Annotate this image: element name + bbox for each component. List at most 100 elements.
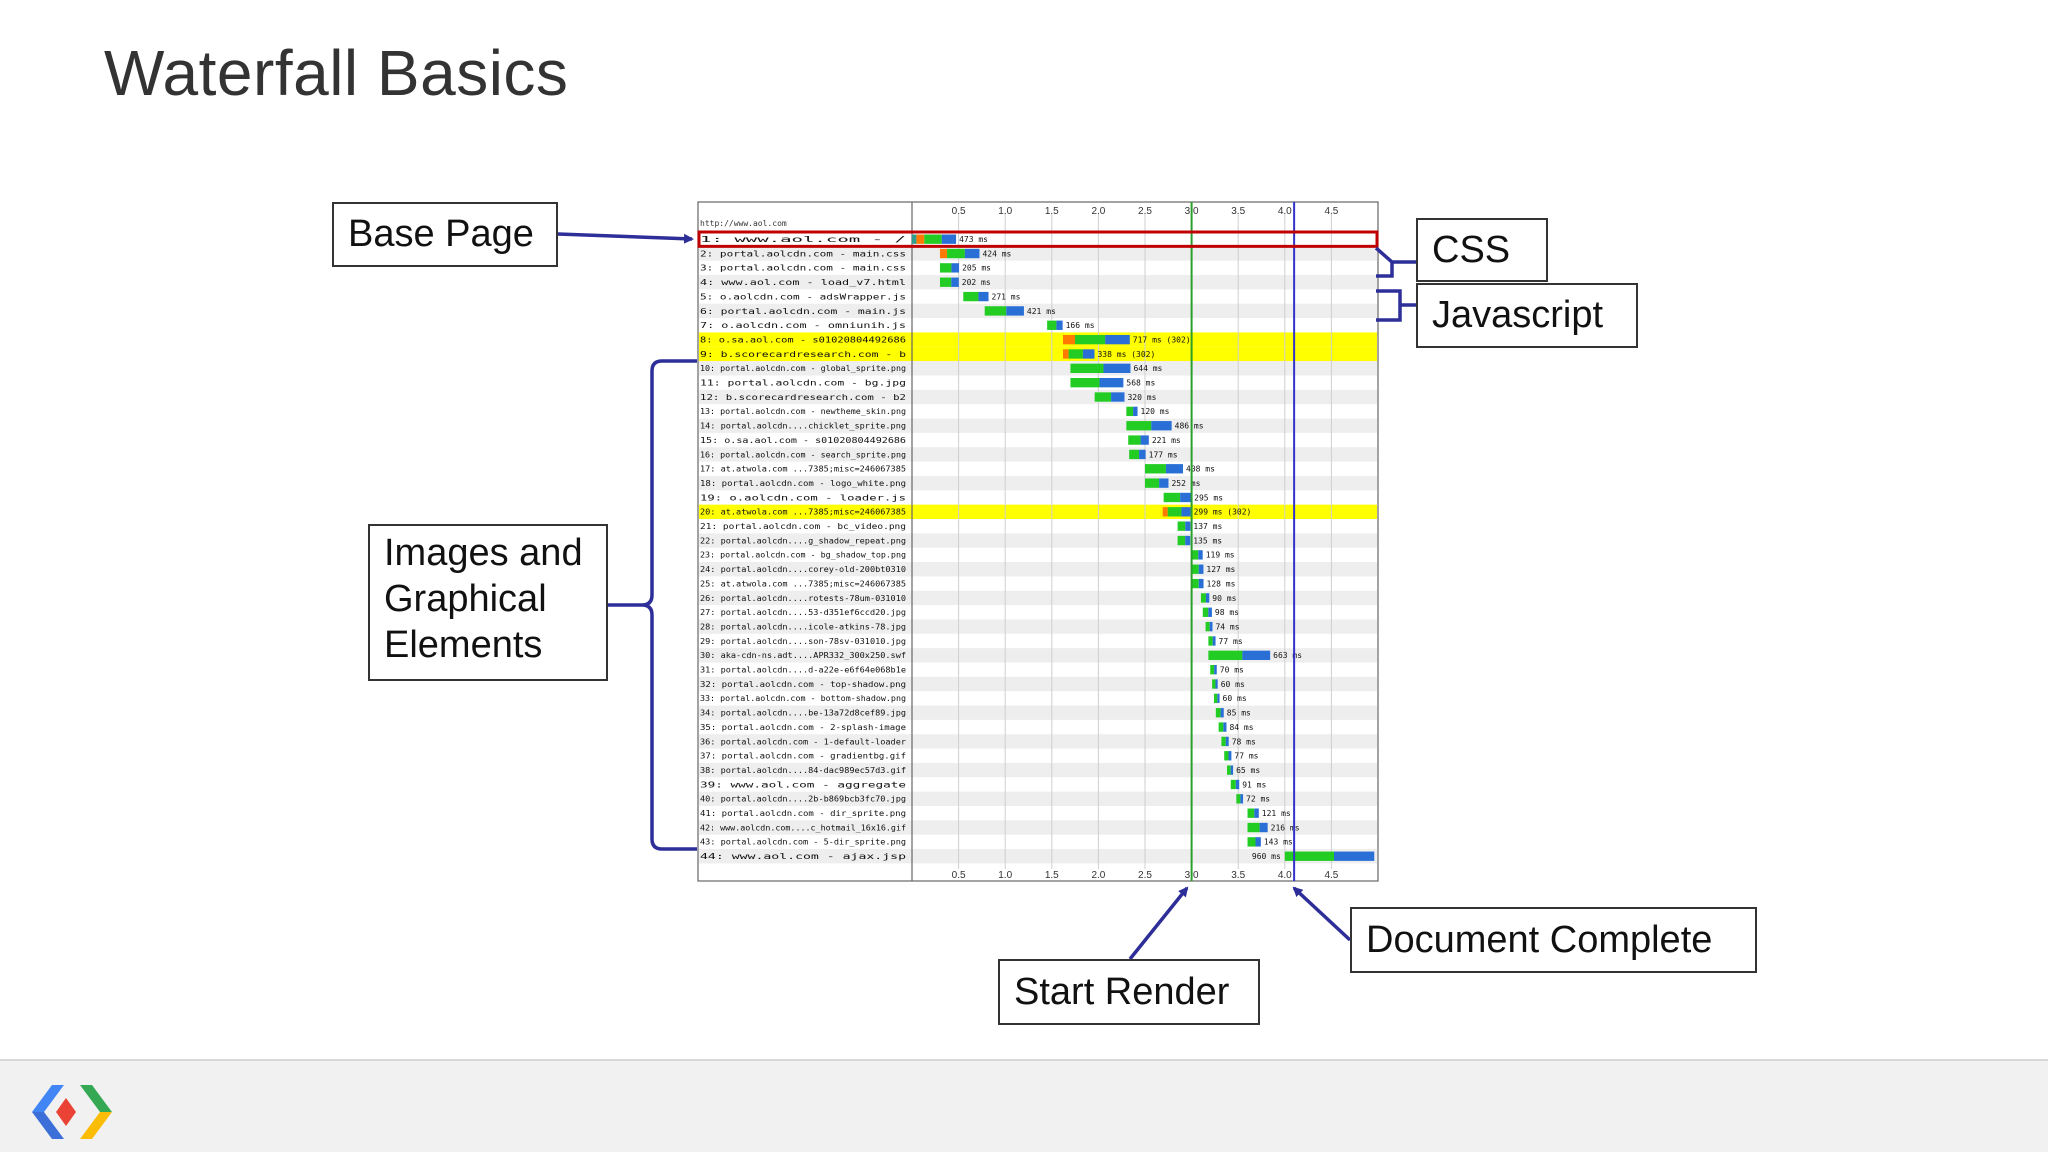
- download-segment: [1209, 621, 1213, 632]
- request-time-label: 320 ms: [1127, 393, 1156, 402]
- ttfb-segment: [1212, 679, 1216, 689]
- ttfb-segment: [1230, 779, 1236, 790]
- download-segment: [1103, 363, 1131, 373]
- request-time-label: 127 ms: [1206, 565, 1235, 574]
- request-time-label: 70 ms: [1220, 666, 1244, 675]
- request-label: 15: o.sa.aol.com - s01020804492686: [700, 436, 906, 445]
- document-complete-callout: Document Complete: [1350, 907, 1757, 973]
- connect-segment: [1162, 507, 1168, 517]
- connect-segment: [1062, 334, 1076, 345]
- request-time-label: 663 ms: [1273, 651, 1302, 660]
- download-segment: [1334, 851, 1375, 861]
- request-label: 13: portal.aolcdn.com - newtheme_skin.pn…: [700, 407, 906, 416]
- images-callout: Images and Graphical Elements: [368, 524, 608, 681]
- download-segment: [1242, 650, 1271, 660]
- ttfb-segment: [1208, 650, 1243, 660]
- download-segment: [1082, 349, 1095, 359]
- row-stripe: [699, 361, 1377, 376]
- ttfb-segment: [1200, 593, 1206, 603]
- request-label: 44: www.aol.com - ajax.jsp: [700, 852, 906, 861]
- download-segment: [1240, 794, 1244, 804]
- base-page-arrow: [557, 232, 694, 244]
- ttfb-segment: [1145, 478, 1160, 488]
- x-tick-label-top: 1.5: [1045, 206, 1059, 217]
- download-segment: [1254, 808, 1259, 818]
- ttfb-segment: [1167, 507, 1182, 517]
- request-label: 36: portal.aolcdn.com - 1-default-loader: [700, 737, 906, 746]
- row-stripe: [699, 562, 1377, 577]
- request-time-label: 216 ms: [1271, 823, 1300, 832]
- request-time-label: 473 ms: [959, 235, 988, 244]
- connect-segment: [939, 248, 948, 259]
- request-time-label: 60 ms: [1221, 680, 1245, 689]
- download-segment: [1180, 492, 1192, 503]
- ttfb-segment: [1221, 736, 1226, 747]
- download-segment: [1235, 779, 1240, 790]
- request-time-label: 166 ms: [1066, 321, 1095, 330]
- request-label: 9: b.scorecardresearch.com - b: [700, 350, 906, 359]
- ttfb-segment: [1177, 521, 1186, 531]
- download-segment: [951, 277, 959, 287]
- ttfb-segment: [1205, 621, 1210, 632]
- base-page-highlight-box: [697, 230, 1379, 248]
- x-tick-label-top: 2.5: [1138, 206, 1152, 217]
- download-segment: [1230, 765, 1234, 775]
- download-segment: [1212, 636, 1216, 646]
- x-tick-label-top: 4.0: [1278, 206, 1292, 217]
- download-segment: [1111, 392, 1125, 402]
- ttfb-segment: [1191, 578, 1199, 589]
- download-segment: [1181, 507, 1191, 517]
- request-time-label: 717 ms (302): [1133, 335, 1191, 344]
- request-label: 39: www.aol.com - aggregate: [700, 780, 906, 789]
- ttfb-segment: [1210, 665, 1215, 675]
- footer-bar: [0, 1059, 2048, 1152]
- request-label: 1: www.aol.com - /: [700, 235, 906, 244]
- request-label: 17: at.atwola.com ...7385;misc=246067385: [700, 465, 906, 474]
- x-tick-label-top: 2.0: [1091, 206, 1105, 217]
- javascript-bracket: [1376, 289, 1416, 322]
- images-label-line1: Images and: [384, 532, 583, 574]
- x-tick-label-bottom: 0.5: [952, 870, 966, 881]
- request-time-label: 128 ms: [1207, 579, 1236, 588]
- request-time-label: 135 ms: [1193, 536, 1222, 545]
- download-segment: [1105, 334, 1130, 345]
- request-label: 31: portal.aolcdn....d-a22e-e6f64e068b1e: [700, 666, 906, 675]
- ttfb-segment: [1070, 378, 1100, 388]
- request-time-label: 421 ms: [1027, 307, 1056, 316]
- ttfb-segment: [1218, 722, 1224, 732]
- download-segment: [1151, 421, 1172, 431]
- download-segment: [1217, 693, 1220, 704]
- download-segment: [1198, 578, 1204, 589]
- request-label: 35: portal.aolcdn.com - 2-splash-image: [700, 723, 906, 732]
- request-label: 37: portal.aolcdn.com - gradientbg.gif: [700, 752, 906, 761]
- images-bracket: [608, 359, 697, 851]
- request-label: 5: o.aolcdn.com - adsWrapper.js: [700, 292, 906, 301]
- ttfb-segment: [939, 277, 952, 287]
- x-tick-label-bottom: 4.5: [1324, 870, 1338, 881]
- download-segment: [1220, 708, 1224, 718]
- row-highlight: [699, 504, 1377, 519]
- ttfb-segment: [1247, 822, 1260, 833]
- request-label: 29: portal.aolcdn....son-78sv-031010.jpg: [700, 637, 906, 646]
- request-time-label: 77 ms: [1234, 752, 1258, 761]
- ttfb-segment: [1208, 636, 1213, 646]
- x-tick-label-bottom: 1.0: [998, 870, 1012, 881]
- ttfb-segment: [1070, 363, 1104, 373]
- download-segment: [1223, 722, 1227, 732]
- ttfb-segment: [1145, 464, 1166, 474]
- row-stripe: [699, 762, 1377, 778]
- row-stripe: [699, 389, 1377, 405]
- download-segment: [1185, 521, 1191, 531]
- row-stripe: [699, 275, 1377, 290]
- ttfb-segment: [924, 234, 942, 244]
- ttfb-segment: [1215, 708, 1221, 718]
- ttfb-segment: [1202, 607, 1209, 617]
- x-tick-label-top: 4.5: [1324, 206, 1338, 217]
- request-time-label: 77 ms: [1219, 637, 1243, 646]
- row-stripe: [699, 447, 1377, 462]
- download-segment: [1056, 320, 1063, 330]
- start-render-arrow: [1128, 886, 1189, 961]
- doc-complete-arrow: [1292, 886, 1352, 942]
- request-time-label: 205 ms: [962, 264, 991, 273]
- javascript-callout: Javascript: [1416, 283, 1638, 348]
